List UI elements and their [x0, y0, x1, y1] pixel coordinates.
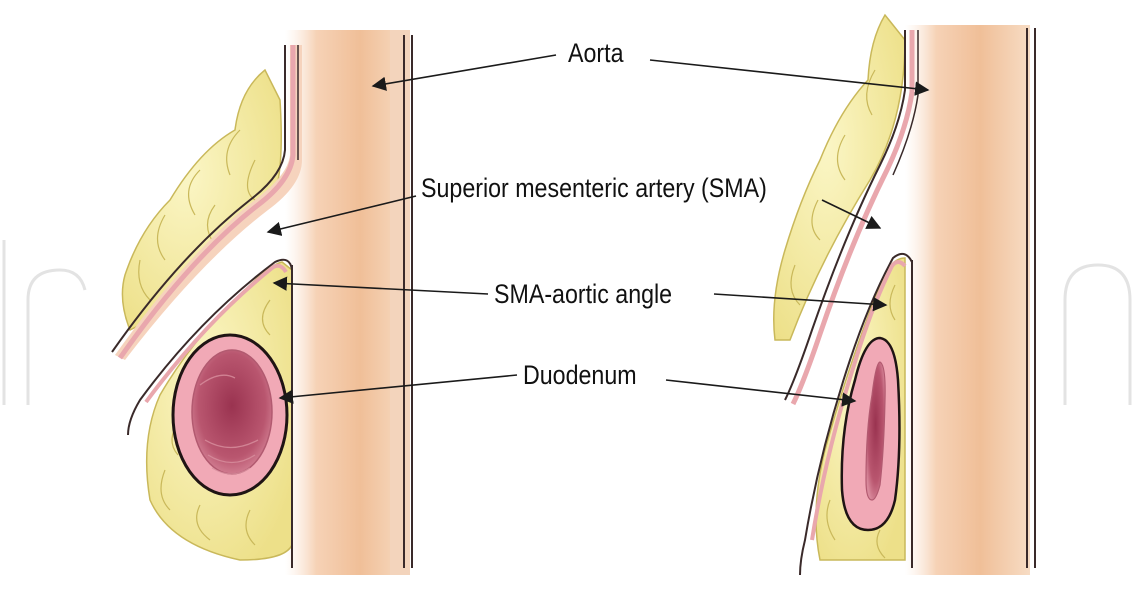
- label-superior-mesenteric-artery: Superior mesenteric artery (SMA): [421, 175, 767, 202]
- left-panel: [112, 30, 412, 575]
- label-sma-aortic-angle: SMA-aortic angle: [494, 281, 672, 308]
- label-duodenum: Duodenum: [523, 362, 637, 389]
- right-panel: [774, 15, 1035, 575]
- aorta-right: [905, 25, 1030, 575]
- label-aorta: Aorta: [568, 40, 624, 67]
